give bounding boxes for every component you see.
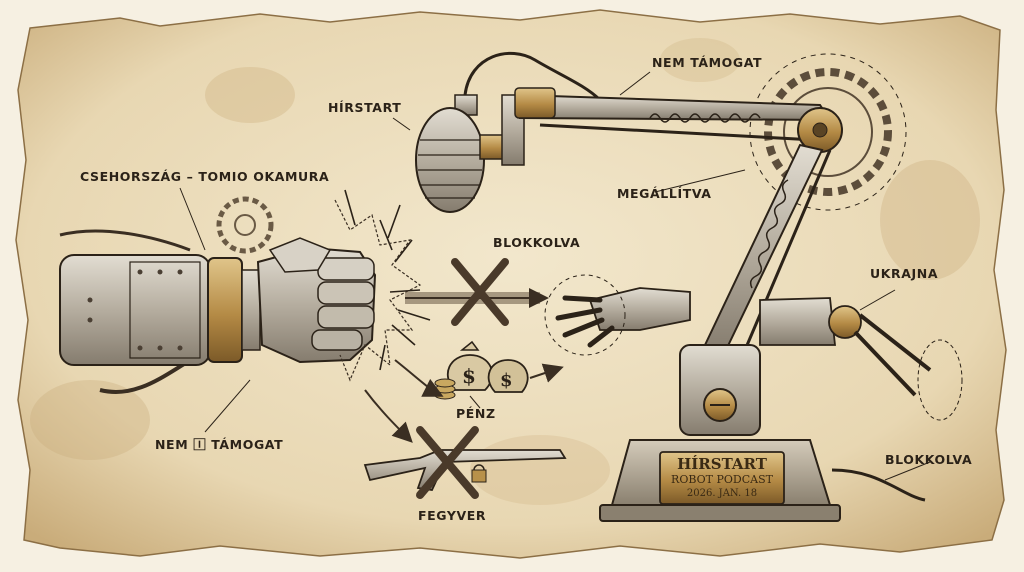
label-csehorszag: CSEHORSZÁG – TOMIO OKAMURA	[80, 169, 330, 184]
robot-claw-right	[759, 297, 963, 421]
mechanical-arm-fist	[59, 189, 431, 394]
nameplate	[659, 451, 785, 505]
label-penz: PÉNZ	[456, 406, 496, 421]
leader-lines	[179, 71, 931, 481]
label-megallitva: MEGÁLLÍTVA	[617, 186, 712, 201]
curved-arrow-left	[394, 359, 444, 397]
label-blokkolva-top: BLOKKOLVA	[493, 235, 581, 250]
robot-hand-reaching	[544, 274, 691, 356]
rifle-crossed	[363, 426, 567, 499]
curved-arrow-down	[364, 389, 413, 443]
blocked-arrow-top	[405, 258, 549, 326]
svg-text:$: $	[462, 364, 476, 388]
money-bags: $ $	[434, 340, 564, 400]
label-ukrajna: UKRAJNA	[870, 266, 939, 281]
robot-boom-arm	[514, 53, 926, 522]
microphone	[415, 51, 602, 213]
plate-subtitle: ROBOT PODCAST	[671, 473, 773, 486]
label-nem-tamogat-bottom: NEM 🄸 TÁMOGAT	[155, 437, 284, 452]
label-blokkolva-bottom: BLOKKOLVA	[885, 452, 973, 467]
label-nem-tamogat-top: NEM TÁMOGAT	[652, 55, 763, 70]
plate-title: HÍRSTART	[677, 455, 767, 473]
plate-date: 2026. JAN. 18	[686, 488, 758, 499]
svg-text:$: $	[500, 370, 513, 391]
label-fegyver: FEGYVER	[418, 508, 487, 523]
label-hirstart: HÍRSTART	[328, 100, 402, 115]
